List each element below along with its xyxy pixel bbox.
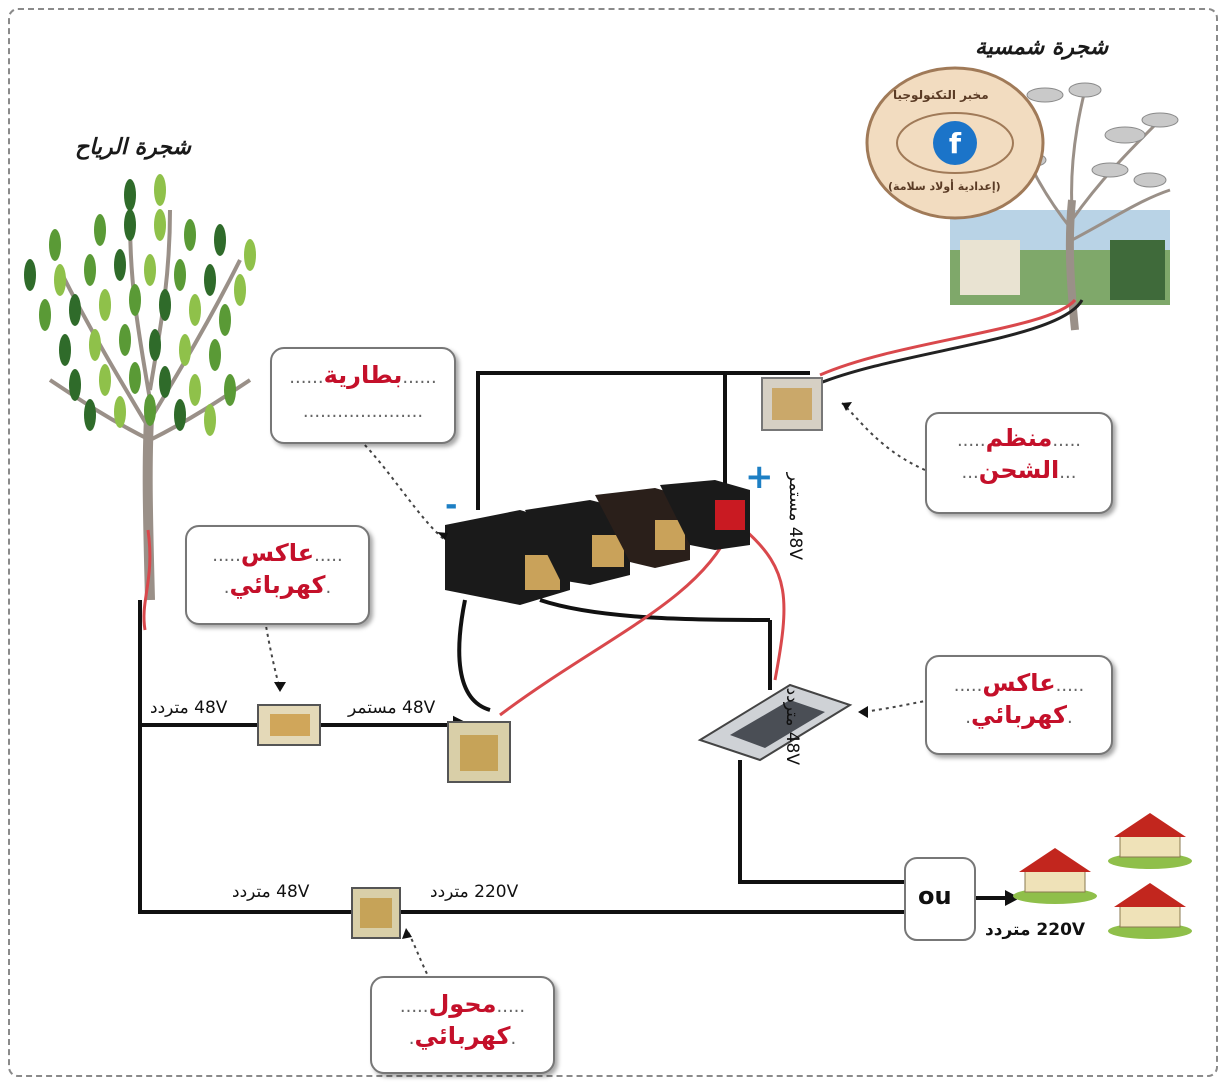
wind-turbine [159, 366, 171, 398]
transformer-label-2: كهربائي [414, 1022, 511, 1050]
house-icon [1108, 813, 1192, 869]
wind-turbine [129, 284, 141, 316]
wind-turbine [204, 264, 216, 296]
wind-turbine [99, 364, 111, 396]
wind-turbine [39, 299, 51, 331]
wind-turbine [204, 404, 216, 436]
wind-turbine [174, 399, 186, 431]
wind-turbine [124, 209, 136, 241]
wind-turbine [224, 374, 236, 406]
inverter-right-label-box: .....عاكس..... .كهربائي. [925, 655, 1113, 755]
wind-turbine [144, 254, 156, 286]
transformer-label-box: .....محول..... .كهربائي. [370, 976, 555, 1074]
voltage-inverter-dc-out: 48V مستمر [348, 698, 436, 718]
red-wires [142, 298, 1084, 717]
diagram-frame [8, 8, 1218, 1077]
wind-turbine [49, 229, 61, 261]
inverter-left-label-box: .....عاكس..... .كهربائي. [185, 525, 370, 625]
battery-label: بطارية [323, 361, 403, 389]
wind-turbine [99, 289, 111, 321]
charge-controller-label-box: .....منظم..... ...الشحن... [925, 412, 1113, 514]
watermark-seal: f [865, 66, 1045, 220]
wind-tree [24, 174, 256, 601]
voltage-battery-dc: 48V مستمر [785, 472, 805, 561]
facebook-icon [933, 121, 977, 165]
wind-turbine [144, 394, 156, 426]
battery-label-box: ......بطارية...... ..................... [270, 347, 456, 444]
wind-turbine [209, 339, 221, 371]
svg-text:f: f [949, 127, 962, 160]
inverter-right-label-2: كهربائي [970, 701, 1068, 729]
wind-turbine [24, 259, 36, 291]
solar-tree-title: شجرة شمسية [975, 35, 1109, 60]
voltage-inverter-ac-out: 48V متردد [782, 688, 802, 766]
ou-label: ou [918, 882, 952, 910]
house-icon [1013, 848, 1097, 904]
wind-turbine [84, 399, 96, 431]
inverter-right-label-1: عاكس [982, 669, 1056, 697]
black-wires [138, 371, 1005, 914]
wind-turbine [124, 179, 136, 211]
positive-sign: + [745, 457, 774, 497]
charge-controller-label-2: الشحن [978, 456, 1060, 484]
wind-turbine [184, 219, 196, 251]
watermark-top: مخبر التكنولوجيا [893, 88, 989, 102]
wind-turbine [59, 334, 71, 366]
wind-turbine [154, 174, 166, 206]
charge-controller-device [761, 377, 823, 431]
wind-turbine [114, 396, 126, 428]
voltage-houses: 220V متردد [985, 920, 1086, 940]
wind-turbine [114, 249, 126, 281]
battery-unit [660, 480, 750, 550]
solar-tree [950, 82, 1179, 331]
wind-turbine [219, 304, 231, 336]
wind-turbine [154, 209, 166, 241]
wind-turbine [244, 239, 256, 271]
houses [1013, 813, 1192, 939]
wind-turbine [84, 254, 96, 286]
wind-turbine [179, 334, 191, 366]
wind-turbine [69, 369, 81, 401]
wind-turbine [69, 294, 81, 326]
transformer-device [351, 887, 401, 939]
voltage-transformer-in: 48V متردد [232, 882, 310, 902]
wind-turbine [54, 264, 66, 296]
inverter-left-label-1: عاكس [240, 539, 315, 567]
transformer-label-1: محول [428, 990, 497, 1018]
wind-tree-title: شجرة الرياح [75, 135, 191, 160]
house-icon [1108, 883, 1192, 939]
inverter-left-label-2: كهربائي [229, 571, 326, 599]
inverter-left-device [257, 704, 321, 746]
wind-turbine [234, 274, 246, 306]
wind-turbine [159, 289, 171, 321]
wind-turbine [89, 329, 101, 361]
wind-turbine [119, 324, 131, 356]
battery-bank [445, 480, 750, 605]
wind-turbine [129, 362, 141, 394]
watermark-bottom: (إعدادية أولاد سلامة) [888, 180, 1001, 193]
battery-charger-device [447, 721, 511, 783]
charge-controller-label-1: منظم [985, 424, 1053, 452]
wind-turbine [189, 374, 201, 406]
battery-unit [525, 500, 630, 585]
wind-turbine [189, 294, 201, 326]
inverter-right-device [697, 683, 853, 762]
negative-sign: - [445, 488, 457, 523]
voltage-wind-ac: 48V متردد [150, 698, 228, 718]
wind-turbine [214, 224, 226, 256]
wind-turbine [149, 329, 161, 361]
wind-turbine [174, 259, 186, 291]
voltage-transformer-out: 220V متردد [430, 882, 519, 902]
wind-turbine [94, 214, 106, 246]
ou-box [904, 857, 976, 941]
